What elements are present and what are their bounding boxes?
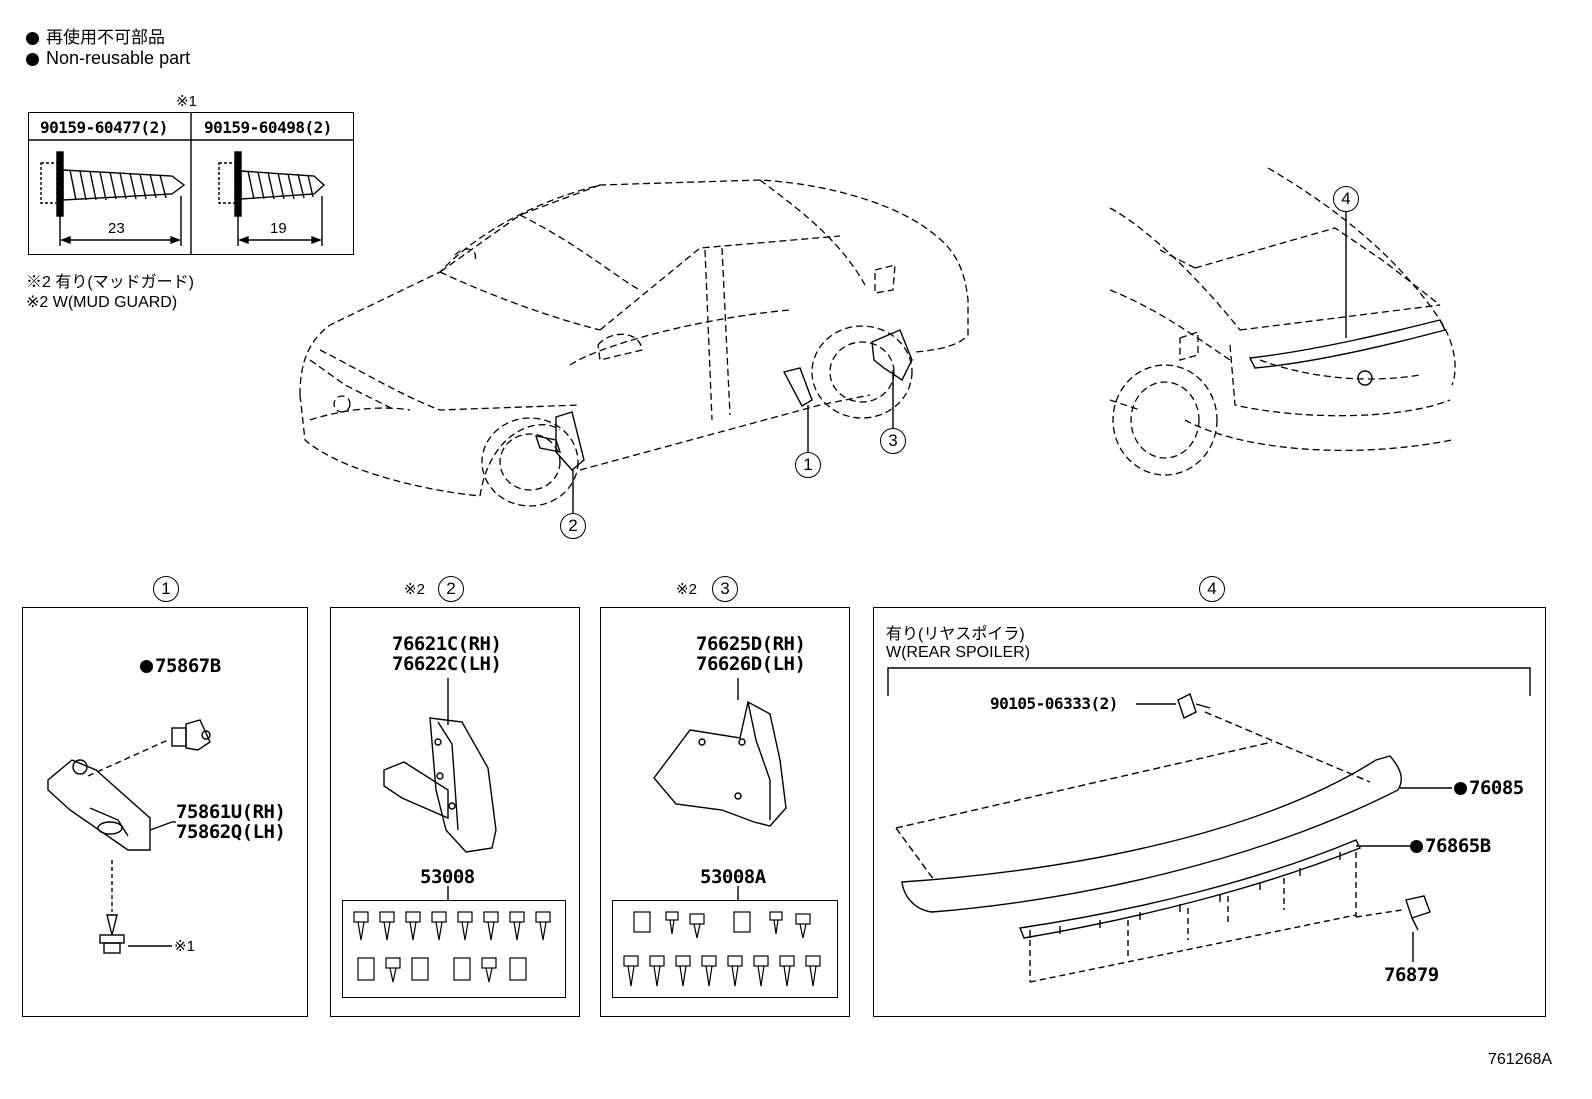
screw-1-part: 90159-60477(2) bbox=[40, 118, 168, 137]
callout-3: 3 bbox=[880, 428, 906, 454]
non-reusable-dot-icon bbox=[140, 660, 153, 673]
mud-guard-76621c-icon bbox=[429, 717, 497, 853]
rear-spoiler-icon bbox=[901, 755, 1402, 913]
panel2-kit-box bbox=[342, 900, 566, 998]
panel4-callout: 4 bbox=[1199, 576, 1225, 602]
screw-1-drawing-icon bbox=[40, 151, 186, 246]
panel4-cond-jp: 有り(リヤスポイラ) bbox=[886, 626, 1025, 643]
panel3-callout: 3 bbox=[712, 576, 738, 602]
screw-table-lines bbox=[28, 112, 354, 255]
figure-id: 761268A bbox=[1488, 1051, 1553, 1068]
callout-1: 1 bbox=[795, 452, 821, 478]
mud-guard-rear-icon bbox=[871, 329, 913, 382]
callout-4: 4 bbox=[1333, 186, 1359, 212]
screw-ref-icon bbox=[99, 914, 125, 954]
panel4-screw: 90105-06333(2) bbox=[990, 694, 1118, 713]
panel1-screw-ref: ※1 bbox=[174, 938, 195, 955]
screw-1-length: 23 bbox=[108, 220, 125, 237]
panel4-cond-en: W(REAR SPOILER) bbox=[886, 644, 1031, 661]
rear-spoiler-on-car-icon bbox=[1248, 319, 1447, 386]
panel2-note-mark: ※2 bbox=[404, 581, 425, 598]
bracket-icon bbox=[782, 367, 813, 407]
panel3-drawing bbox=[653, 678, 787, 900]
callout-leaders bbox=[572, 212, 1347, 513]
mud-guard-76625d-icon bbox=[653, 700, 787, 827]
note2-en: ※2 W(MUD GUARD) bbox=[26, 294, 178, 311]
panel-2 bbox=[330, 607, 580, 1017]
panel3-kit-screws-icon bbox=[620, 908, 830, 992]
screw-2-length: 19 bbox=[270, 220, 287, 237]
non-reusable-dot-icon bbox=[26, 32, 39, 46]
front-view-parts bbox=[534, 329, 913, 471]
legend-en: Non-reusable part bbox=[26, 48, 190, 69]
car-front-view bbox=[299, 179, 969, 507]
panel2-callout: 2 bbox=[438, 576, 464, 602]
panel3-part-rh: 76625D(RH) bbox=[696, 633, 806, 655]
panel4-drawing bbox=[887, 667, 1531, 983]
panel2-kit-screws-icon bbox=[350, 910, 560, 983]
non-reusable-dot-icon bbox=[1410, 840, 1423, 853]
panel1-drawing bbox=[47, 719, 211, 954]
callout-2: 2 bbox=[560, 513, 586, 539]
clip-76879-icon bbox=[1405, 895, 1431, 931]
panel3-kit-box bbox=[612, 900, 838, 998]
panel1-part-rh: 75861U(RH) bbox=[176, 801, 286, 823]
panel1-part-lh: 75862Q(LH) bbox=[176, 821, 286, 843]
seal-icon bbox=[1019, 839, 1361, 939]
legend-jp: 再使用不可部品 bbox=[26, 23, 165, 48]
panel3-note-mark: ※2 bbox=[676, 581, 697, 598]
panel2-part-rh: 76621C(RH) bbox=[392, 633, 502, 655]
screw-2-part: 90159-60498(2) bbox=[204, 118, 332, 137]
panel1-callout: 1 bbox=[153, 576, 179, 602]
clip-75867b-icon bbox=[171, 719, 211, 751]
screw-2-drawing-icon bbox=[218, 151, 326, 246]
panel-4 bbox=[873, 607, 1546, 1017]
note2-jp: ※2 有り(マッドガード) bbox=[26, 274, 195, 291]
panel-3 bbox=[600, 607, 850, 1017]
non-reusable-dot-icon bbox=[26, 52, 39, 66]
non-reusable-dot-icon bbox=[1454, 782, 1467, 795]
panel2-part-lh: 76622C(LH) bbox=[392, 653, 502, 675]
panel4-seal: 76865B bbox=[1410, 835, 1491, 857]
car-rear-view bbox=[1109, 167, 1456, 476]
screw-90105-icon bbox=[1177, 693, 1211, 719]
panel3-kit: 53008A bbox=[700, 866, 766, 888]
panel-1 bbox=[22, 607, 308, 1017]
panel4-spoiler: 76085 bbox=[1454, 777, 1524, 799]
note1-mark: ※1 bbox=[176, 93, 197, 110]
panel2-drawing bbox=[383, 678, 497, 900]
panel3-part-lh: 76626D(LH) bbox=[696, 653, 806, 675]
panel4-clip: 76879 bbox=[1384, 964, 1439, 986]
panel2-kit: 53008 bbox=[420, 866, 475, 888]
panel1-nonreuse-part: 75867B bbox=[140, 655, 221, 677]
mud-guard-front-icon bbox=[555, 411, 585, 471]
